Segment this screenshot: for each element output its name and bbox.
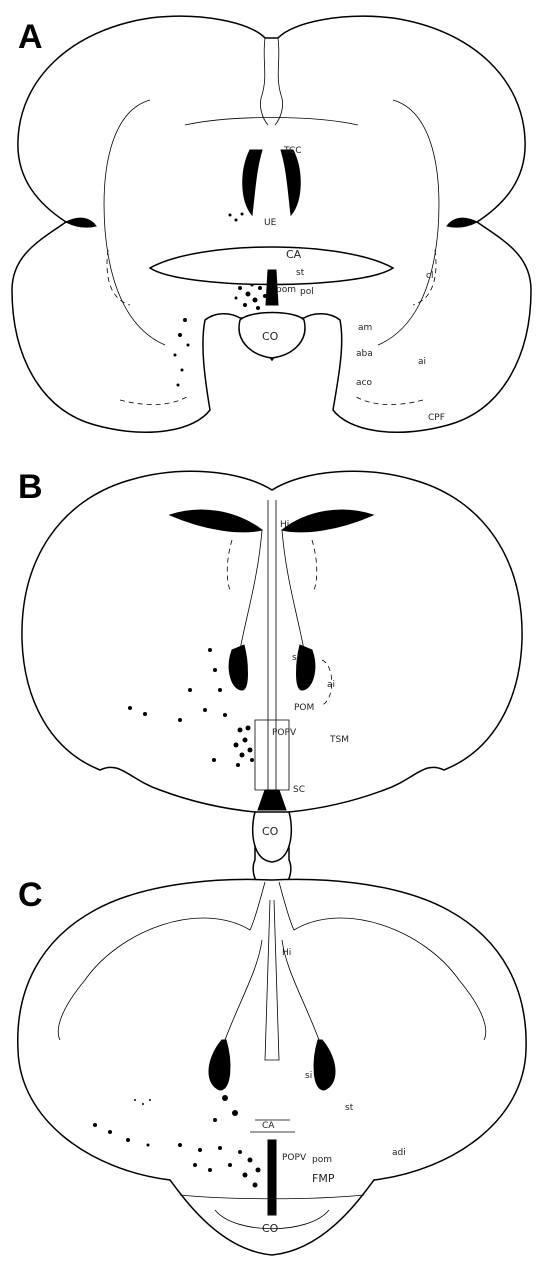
label-c-co: CO: [262, 1222, 279, 1235]
label-b-si: si: [292, 653, 299, 663]
label-a-cpf: CPF: [428, 413, 445, 423]
label-a-ai: ai: [418, 357, 426, 367]
label-a-am: am: [358, 323, 372, 333]
label-a-tcc: TCC: [283, 146, 302, 156]
label-b-popv: POPV: [272, 728, 297, 738]
label-c-popv: POPV: [282, 1153, 307, 1163]
label-c-fmp: FMP: [312, 1172, 335, 1185]
label-a-ue: UE: [264, 218, 277, 228]
label-a-ca: CA: [286, 248, 302, 261]
label-b-co: CO: [262, 825, 279, 838]
label-c-hi: Hi: [282, 948, 291, 958]
label-c-adi: adi: [392, 1148, 406, 1158]
label-a-pom: pom: [276, 285, 296, 295]
label-a-aba: aba: [356, 349, 373, 359]
label-c-pom: pom: [312, 1155, 332, 1165]
label-c-ca: CA: [262, 1121, 275, 1131]
label-a-pol: pol: [300, 287, 314, 297]
label-a-aco: aco: [356, 378, 372, 388]
label-a-co: CO: [262, 330, 279, 343]
label-a-cl: cl: [426, 271, 433, 281]
label-b-tsm: TSM: [329, 735, 349, 745]
label-b-sc: SC: [293, 785, 305, 795]
label-b-hi: Hi: [280, 520, 289, 530]
label-c-st: st: [345, 1103, 354, 1113]
label-c-si: si: [305, 1071, 312, 1081]
panel-c-section: [18, 879, 526, 1255]
label-b-pom: POM: [294, 703, 314, 713]
label-b-ai: ai: [327, 680, 335, 690]
label-a-st: st: [296, 268, 305, 278]
